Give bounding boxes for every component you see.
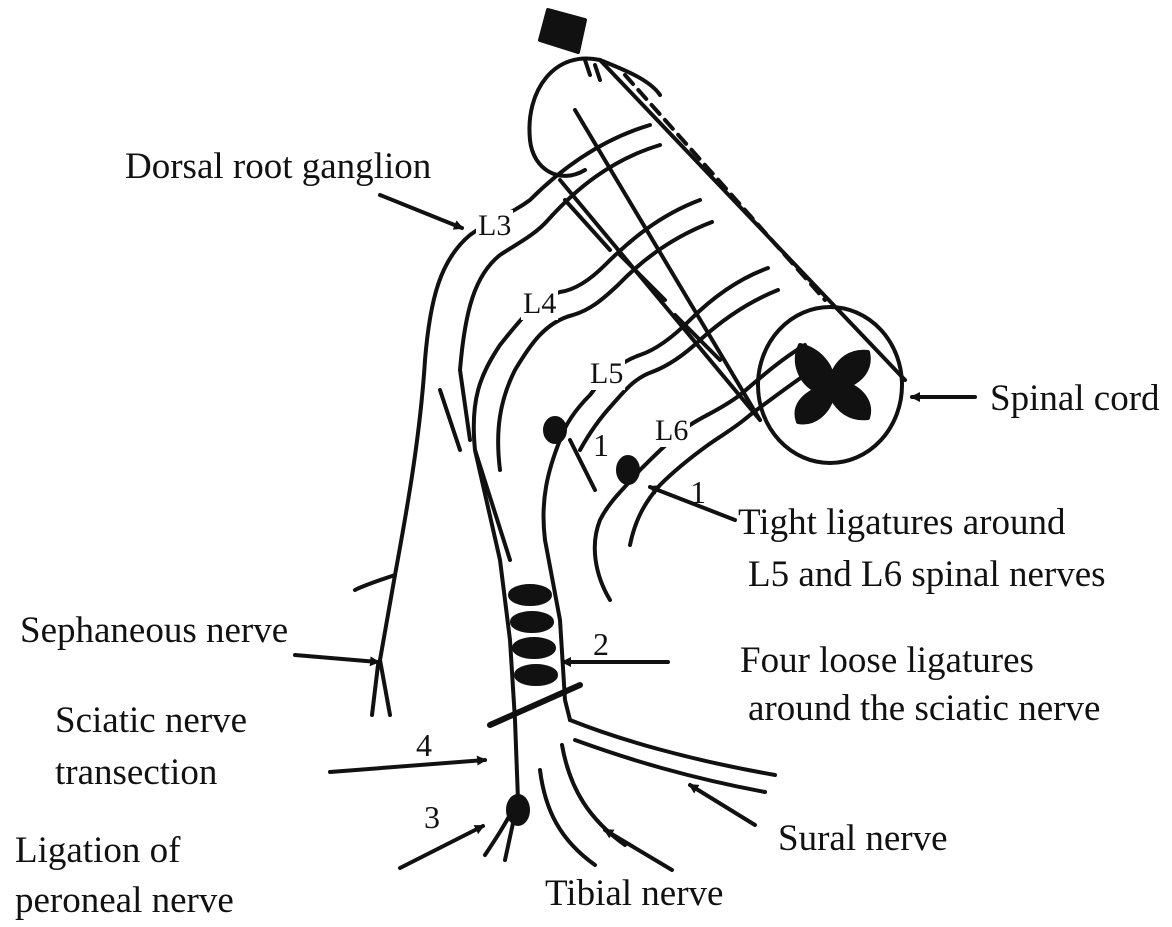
grey-matter-icon — [796, 345, 869, 422]
label-sephaneous-nerve: Sephaneous nerve — [20, 610, 288, 652]
segment-label-l3: L3 — [476, 210, 513, 242]
marker-1-l5: 1 — [593, 428, 609, 462]
segment-label-l6: L6 — [653, 415, 690, 447]
label-tight-ligatures-line1: Tight ligatures around — [738, 502, 1066, 544]
label-four-loose-line1: Four loose ligatures — [740, 640, 1034, 682]
label-ligation-peroneal-line2: peroneal nerve — [15, 880, 234, 922]
label-ligation-peroneal-line1: Ligation of — [15, 830, 180, 872]
cord-end-icon — [540, 10, 585, 52]
label-sural-nerve: Sural nerve — [778, 818, 948, 860]
label-four-loose-line2: around the sciatic nerve — [748, 688, 1100, 730]
ligatures — [490, 418, 638, 824]
label-dorsal-root-ganglion: Dorsal root ganglion — [125, 146, 431, 188]
label-spinal-cord: Spinal cord — [990, 378, 1160, 420]
marker-2: 2 — [593, 627, 609, 661]
label-tight-ligatures-line2: L5 and L6 spinal nerves — [748, 554, 1106, 596]
label-sciatic-transection-line1: Sciatic nerve — [55, 700, 247, 742]
marker-1-l6: 1 — [690, 475, 706, 509]
label-tibial-nerve: Tibial nerve — [545, 873, 723, 915]
label-sciatic-transection-line2: transection — [55, 752, 217, 794]
marker-3: 3 — [424, 800, 440, 834]
marker-4: 4 — [416, 728, 432, 762]
segment-label-l5: L5 — [588, 358, 625, 390]
segment-label-l4: L4 — [521, 288, 558, 320]
